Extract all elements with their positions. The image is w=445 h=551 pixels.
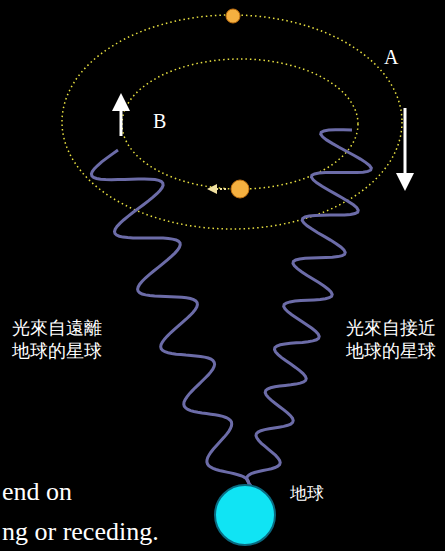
light-waves xyxy=(91,130,371,524)
velocity-arrow xyxy=(404,108,407,182)
footnote-text: ng or receding. xyxy=(2,518,159,547)
caption-label: 光來自接近 地球的星球 xyxy=(346,316,438,363)
velocity-arrow xyxy=(120,102,123,136)
motion-arrow xyxy=(212,188,226,190)
earth-label: 地球 xyxy=(290,482,324,504)
outer-orbit xyxy=(62,15,402,229)
point-label: A xyxy=(384,46,398,69)
light-wave xyxy=(91,150,249,523)
caption-label: 光來自遠離 地球的星球 xyxy=(12,316,104,363)
star xyxy=(231,180,249,198)
star xyxy=(226,9,240,23)
footnote-text: end on xyxy=(2,478,72,507)
earth xyxy=(215,485,275,545)
inner-orbit xyxy=(122,59,358,189)
point-label: B xyxy=(153,110,166,133)
